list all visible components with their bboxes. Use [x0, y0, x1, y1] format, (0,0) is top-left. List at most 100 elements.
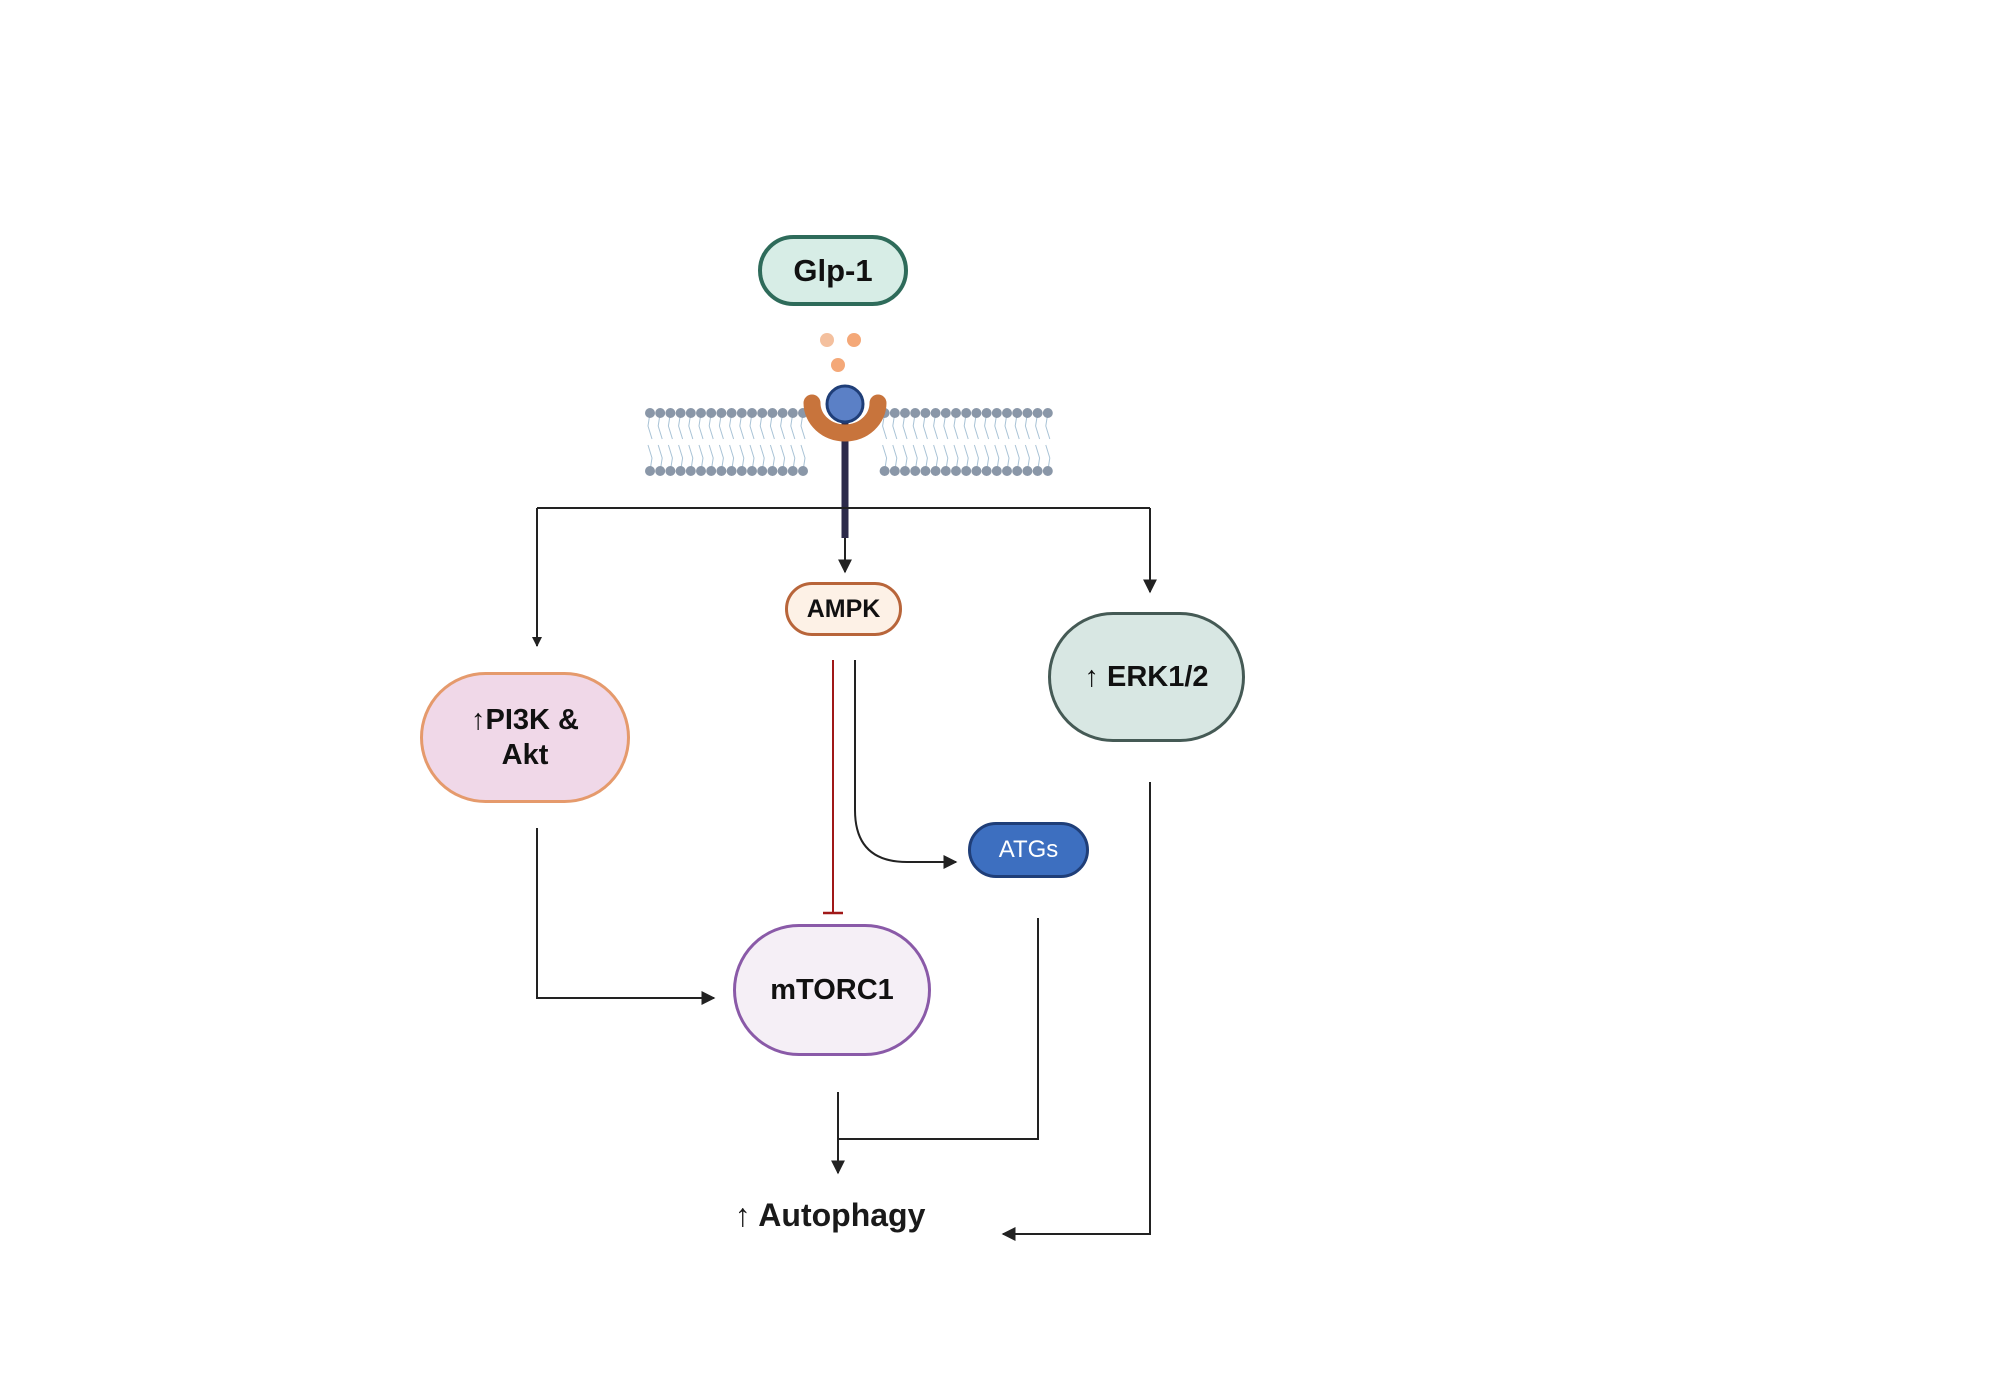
glp1-label: Glp-1 [793, 252, 873, 288]
lipid-tail [984, 412, 990, 472]
lipid-tail [708, 412, 714, 472]
lipid-tail [1004, 412, 1010, 472]
lipid-head [1012, 466, 1023, 476]
lipid-head [1012, 408, 1023, 418]
autophagy-label: ↑ Autophagy [734, 1196, 926, 1233]
lipid-tail [973, 412, 979, 472]
lipid-head [981, 408, 992, 418]
ligand-particles [820, 333, 861, 372]
lipid-head [991, 466, 1002, 476]
lipid-head [706, 408, 717, 418]
arrow-pi3k-to-mtorc1 [536, 828, 716, 1005]
lipid-head [736, 466, 747, 476]
lipid-head [726, 466, 737, 476]
lipid-head [798, 466, 808, 476]
glp1-node: Glp-1 [758, 235, 908, 306]
lipid-head [767, 408, 778, 418]
lipid-head [716, 466, 727, 476]
lipid-head [696, 466, 706, 476]
lipid-head [675, 466, 686, 476]
lipid-head [655, 408, 666, 418]
lipid-tail [647, 412, 653, 472]
pi3k-akt-node: ↑PI3K & Akt [420, 672, 630, 803]
lipid-head [961, 408, 972, 418]
lipid-head [961, 466, 972, 476]
lipid-tail [718, 412, 724, 472]
lipid-head [675, 408, 686, 418]
lipid-tail [657, 412, 663, 472]
lipid-tail [902, 412, 908, 472]
lipid-head [777, 466, 788, 476]
lipid-tail [1045, 412, 1051, 472]
lipid-head [889, 466, 900, 476]
lipid-tail [1024, 412, 1030, 472]
lipid-head [706, 466, 717, 476]
lipid-head [645, 408, 655, 418]
lipid-head [1032, 408, 1043, 418]
lipid-head [900, 466, 910, 476]
lipid-tail [933, 412, 939, 472]
lipid-head [787, 408, 798, 418]
lipid-tail [769, 412, 775, 472]
lipid-head [685, 408, 696, 418]
lipid-head [971, 408, 982, 418]
lipid-tail [963, 412, 969, 472]
lipid-head [930, 408, 941, 418]
lipid-head [655, 466, 666, 476]
lipid-head [726, 408, 737, 418]
mtorc1-node: mTORC1 [733, 924, 931, 1056]
lipid-head [940, 408, 951, 418]
lipid-head [900, 408, 910, 418]
lipid-head [951, 466, 961, 476]
lipid-tail [994, 412, 1000, 472]
erk-label: ↑ ERK1/2 [1084, 660, 1209, 693]
lipid-head [696, 408, 706, 418]
lipid-head [665, 408, 676, 418]
lipid-head [1042, 408, 1053, 418]
lipid-head [920, 466, 931, 476]
lipid-tail [943, 412, 949, 472]
lipid-head [920, 408, 931, 418]
lipid-head [685, 466, 696, 476]
lipid-head [645, 466, 655, 476]
lipid-head [1002, 408, 1012, 418]
lipid-head [716, 408, 727, 418]
ampk-label: AMPK [806, 595, 881, 623]
lipid-head [1022, 408, 1033, 418]
lipid-head [1022, 466, 1033, 476]
mtorc1-label: mTORC1 [770, 973, 894, 1006]
lipid-head [787, 466, 798, 476]
atgs-node: ATGs [968, 822, 1089, 878]
lipid-tail [790, 412, 796, 472]
lipid-head [910, 466, 921, 476]
connector-atgs-to-autophagy [838, 918, 1039, 1140]
lipid-head [777, 408, 788, 418]
lipid-head [971, 466, 982, 476]
inhibition-ampk-mtorc1 [823, 660, 843, 915]
autophagy-node: ↑ Autophagy [700, 1187, 960, 1243]
lipid-tail [912, 412, 918, 472]
lipid-tail [882, 412, 888, 472]
lipid-tail [800, 412, 806, 472]
lipid-head [747, 466, 757, 476]
cell-membrane [645, 408, 1053, 476]
lipid-tail [749, 412, 755, 472]
lipid-head [747, 408, 757, 418]
lipid-tail [688, 412, 694, 472]
lipid-tail [739, 412, 745, 472]
arrow-erk-to-autophagy [1001, 782, 1151, 1241]
lipid-head [1032, 466, 1043, 476]
lipid-tail [922, 412, 928, 472]
lipid-head [1002, 466, 1012, 476]
erk-node: ↑ ERK1/2 [1048, 612, 1245, 742]
lipid-head [930, 466, 941, 476]
lipid-tail [780, 412, 786, 472]
lipid-head [879, 466, 890, 476]
lipid-head [951, 408, 961, 418]
lipid-tail [729, 412, 735, 472]
arrow-ampk-to-atgs [854, 660, 958, 869]
lipid-head [991, 408, 1002, 418]
atgs-label: ATGs [998, 835, 1059, 863]
